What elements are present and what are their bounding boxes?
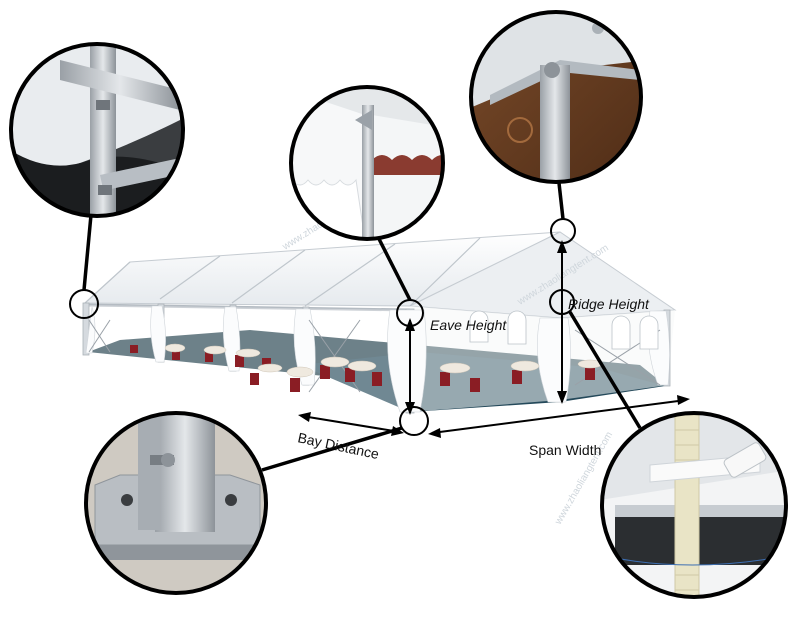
detail-eave-keder-rail: [289, 85, 445, 241]
callout-line-base: [261, 426, 403, 472]
callout-line-ridge: [557, 182, 565, 220]
callout-line-connector: [568, 311, 642, 429]
tent-curtains: [85, 305, 670, 413]
tent-windows: [469, 310, 659, 350]
label-eave-height: Eave Height: [430, 317, 507, 333]
detail-wall-connector-strap: [600, 411, 788, 599]
detail-eave-corner-connector: [9, 42, 185, 218]
span-width-arrowhead-left: [428, 428, 441, 438]
tent-side-wall: [85, 305, 410, 412]
ridge-height-arrowhead-bottom: [557, 391, 567, 404]
tent-eave-beam: [84, 303, 411, 312]
marker-base-plate: [399, 406, 429, 436]
detail-base-plate: [84, 411, 268, 595]
callout-line-eave: [376, 236, 412, 301]
bay-distance-arrowhead-left: [298, 412, 311, 422]
marker-wall-connector: [549, 289, 575, 315]
label-span-width: Span Width: [529, 442, 601, 458]
span-width-arrow: [431, 399, 687, 434]
tent-furniture: [130, 343, 603, 392]
eave-height-arrowhead-top: [405, 318, 415, 331]
bay-distance-arrow: [301, 415, 401, 433]
detail-ridge-connector: [469, 10, 643, 184]
ridge-height-arrowhead-top: [557, 240, 567, 253]
tent-rafters: [84, 237, 481, 307]
label-ridge-height: Ridge Height: [568, 296, 650, 312]
callout-line-corner: [82, 214, 93, 291]
span-width-arrowhead-right: [677, 395, 690, 405]
callout-lines: [82, 182, 642, 472]
